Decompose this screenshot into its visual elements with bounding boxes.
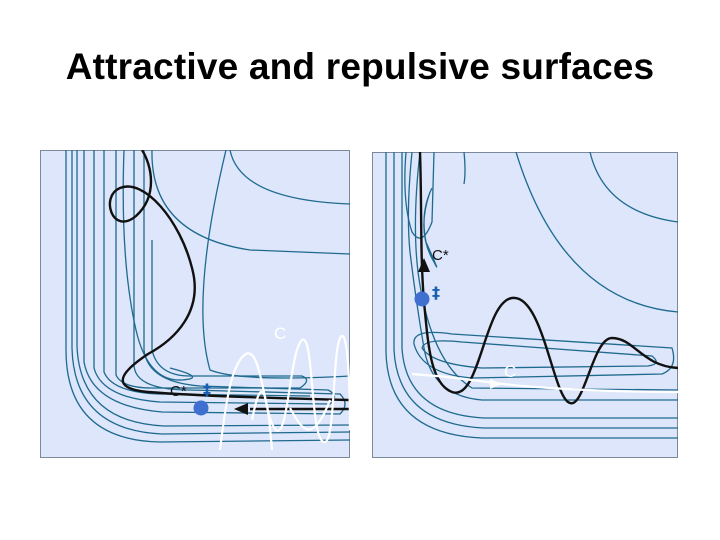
label-c-star: C*: [432, 247, 449, 264]
label-transition-state: ‡: [203, 380, 211, 399]
trajectory-arrowhead: [234, 403, 248, 415]
label-transition-state: ‡: [432, 283, 440, 302]
transition-state-marker: [193, 400, 209, 416]
potential-contours: [65, 150, 350, 443]
transition-state-marker: [414, 291, 430, 307]
label-c-star: C*: [170, 383, 187, 400]
label-c: C: [274, 324, 286, 343]
attractive-surface-panel: C* ‡ C: [40, 150, 350, 458]
wavepacket-c: [218, 334, 350, 451]
reactive-trajectory: [108, 150, 350, 402]
label-c: C: [504, 362, 516, 381]
slide-title: Attractive and repulsive surfaces: [65, 46, 655, 87]
wavepacket-arrowhead: [490, 379, 502, 389]
trajectory-arrowhead: [418, 258, 430, 272]
repulsive-surface-panel: C* ‡ C: [372, 152, 678, 458]
wavepacket-c-tail: [250, 390, 332, 451]
wavepacket-c: [411, 372, 678, 394]
